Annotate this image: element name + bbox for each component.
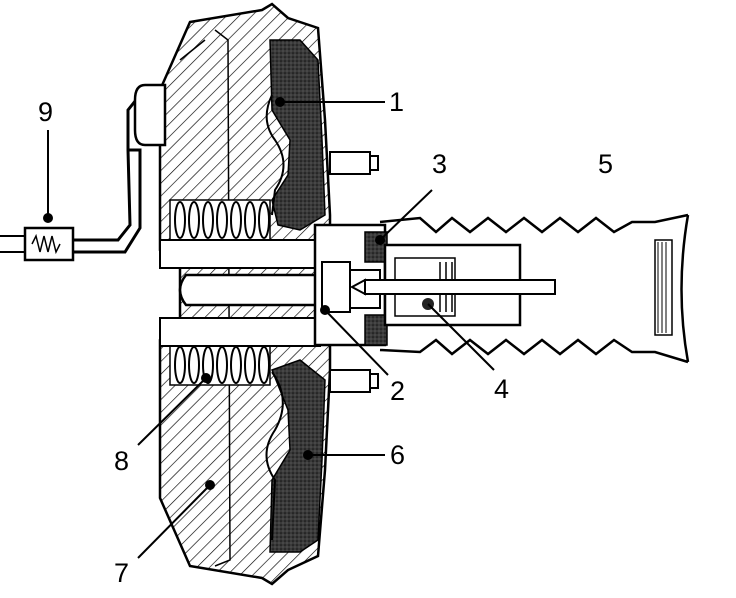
leader-2 <box>324 309 389 376</box>
diaphragm <box>265 94 285 216</box>
leader-8 <box>137 377 207 446</box>
callout-3: 3 <box>432 149 447 179</box>
callout-8: 8 <box>114 446 129 476</box>
callout-5: 5 <box>598 149 613 179</box>
callout-2: 2 <box>390 376 405 406</box>
callout-9: 9 <box>38 97 53 127</box>
rubber-boot <box>379 213 690 364</box>
leader-3-dot <box>375 235 385 245</box>
callout-7: 7 <box>114 558 129 588</box>
working-chamber <box>269 359 326 553</box>
leader-4 <box>427 303 495 371</box>
return-spring <box>169 199 271 386</box>
vacuum-hose <box>0 83 167 262</box>
leader-lines <box>43 97 495 559</box>
callout-6: 6 <box>390 440 405 470</box>
diaphragm-lower <box>265 371 284 541</box>
leader-6-dot <box>303 450 313 460</box>
callout-labels: 1 2 3 4 5 6 7 8 9 <box>38 87 613 588</box>
mounting-studs <box>329 151 379 393</box>
callout-1: 1 <box>389 87 404 117</box>
leader-7-dot <box>205 480 215 490</box>
leader-1-dot <box>275 97 285 107</box>
leader-7 <box>137 484 211 559</box>
leader-2-dot <box>320 305 330 315</box>
leader-9-dot <box>43 213 53 223</box>
leader-3 <box>379 189 433 241</box>
callout-4: 4 <box>494 374 509 404</box>
boot-top <box>379 213 689 234</box>
valve-body <box>313 223 556 347</box>
boot-bottom <box>379 338 689 364</box>
vacuum-chamber <box>269 39 326 231</box>
push-rod <box>159 239 322 347</box>
leader-8-dot <box>201 373 211 383</box>
